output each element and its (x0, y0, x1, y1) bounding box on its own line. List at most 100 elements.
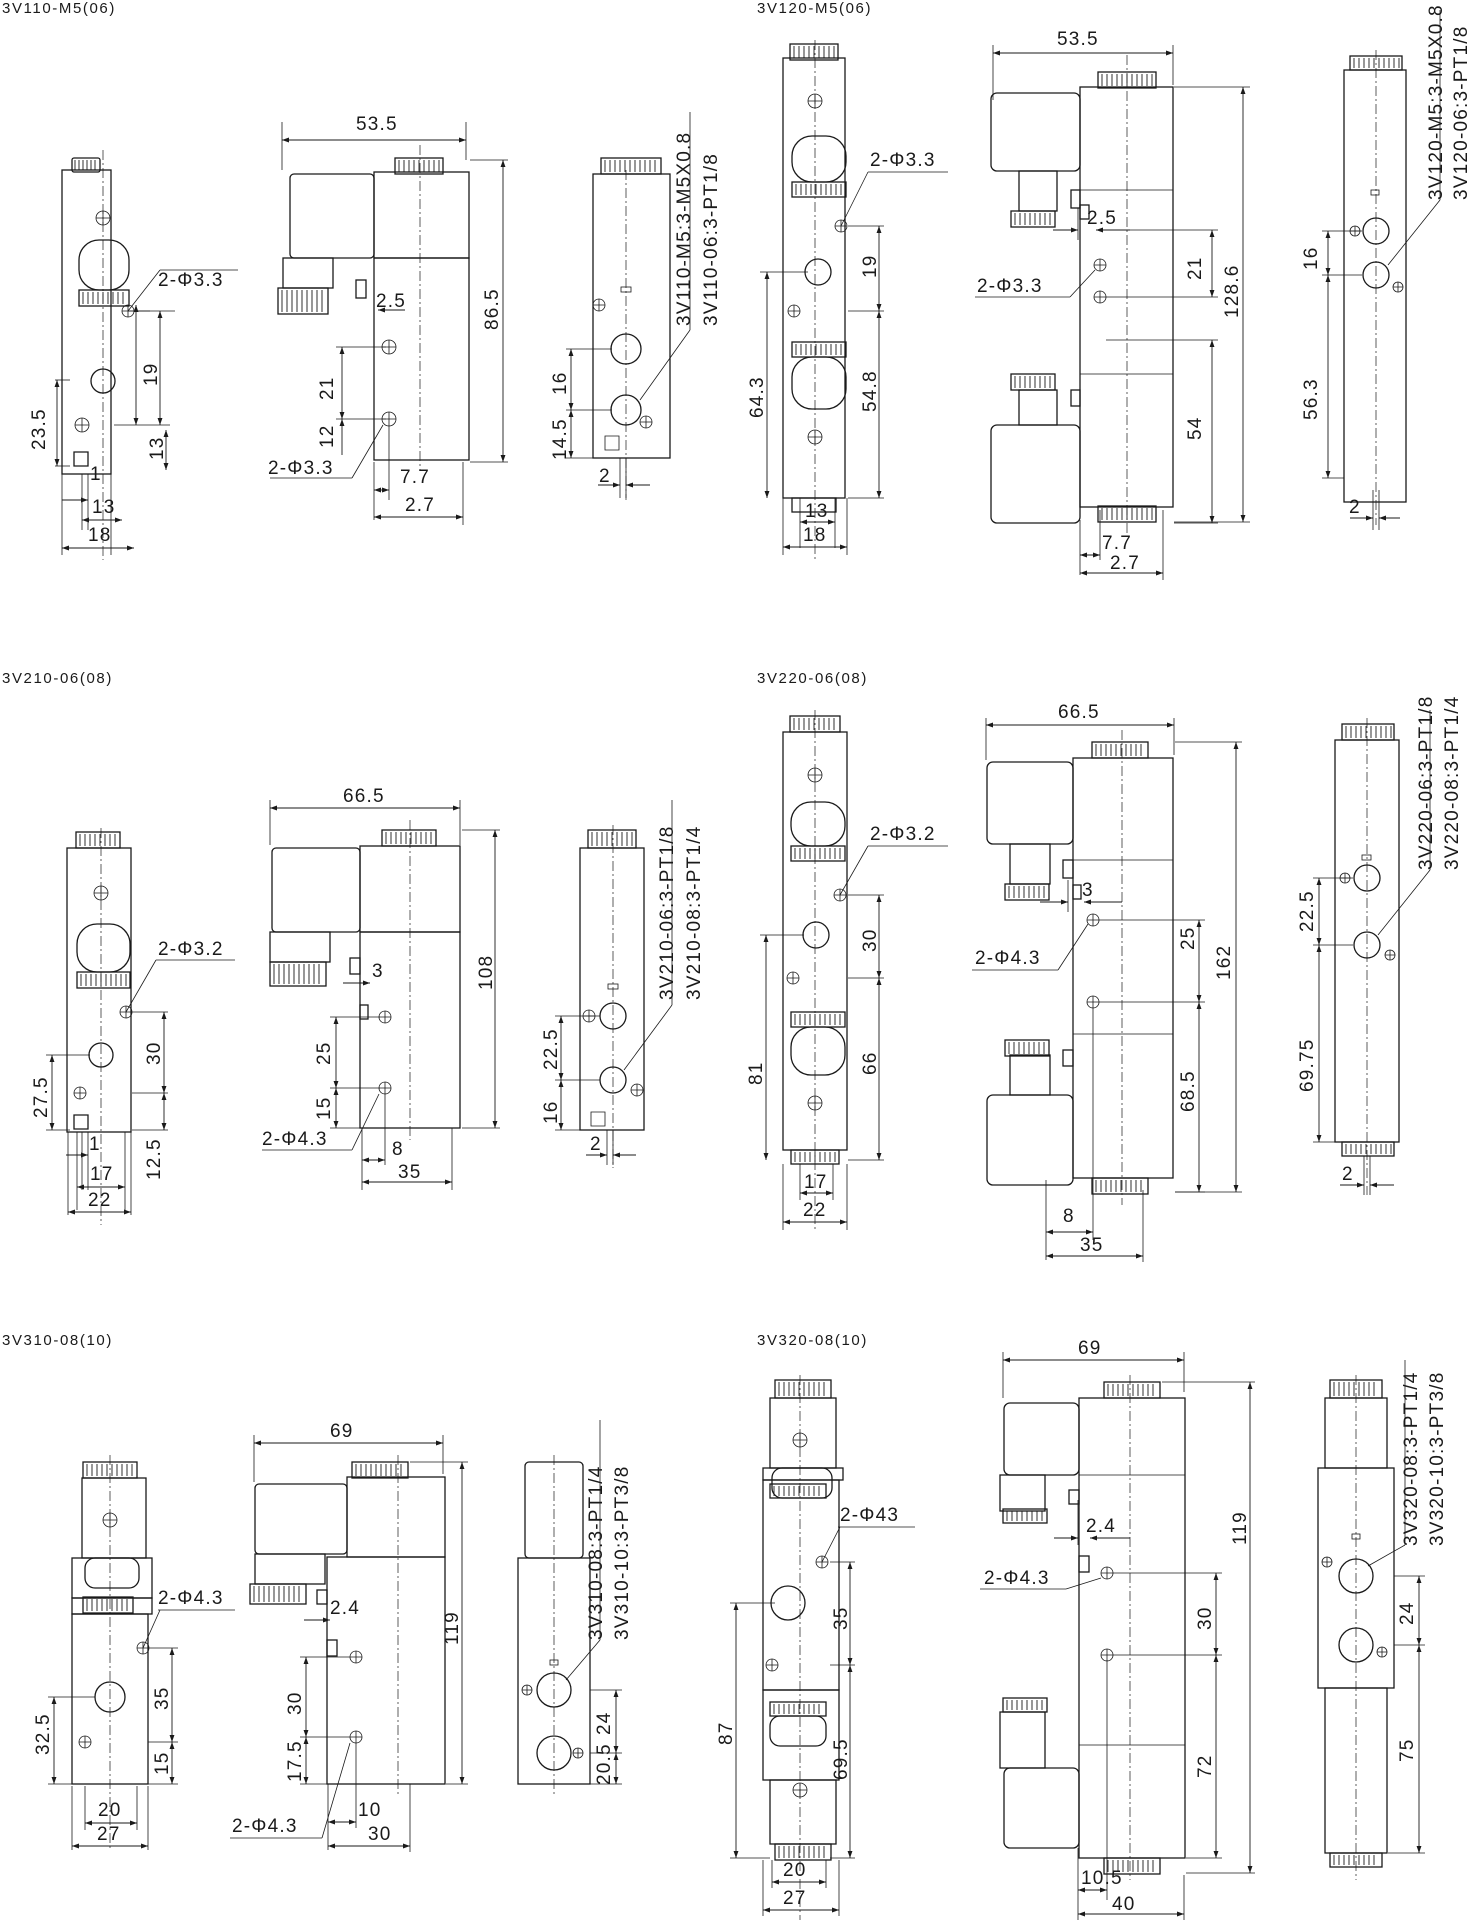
front-label: 17 (90, 1164, 114, 1185)
front-label: 30 (144, 1041, 165, 1065)
front-label: 12.5 (144, 1138, 165, 1180)
front-label: 27 (97, 1824, 121, 1845)
side-label: 40 (1112, 1894, 1136, 1915)
front-label: 13 (92, 497, 116, 518)
side-label: 53.5 (1057, 29, 1099, 50)
front-label: 27 (783, 1888, 807, 1909)
front-label: 69.5 (831, 1738, 852, 1780)
side-label: 30 (285, 1691, 306, 1715)
side-view: 69 2.4 2-Φ4.3 119 30 72 10.5 40 (980, 1338, 1255, 1920)
side-label: 35 (1080, 1235, 1104, 1256)
side-label: 21 (317, 376, 338, 400)
front-label: 15 (152, 1751, 173, 1775)
front-label: 13 (805, 501, 829, 522)
front-label: 54.8 (860, 370, 881, 412)
front-label: 66 (860, 1051, 881, 1075)
port-label: 16 (1301, 246, 1322, 270)
port-view: 3V220-06:3-PT1/8 3V220-08:3-PT1/4 22.5 6… (1297, 696, 1463, 1195)
front-label: 32.5 (33, 1713, 54, 1755)
front-label: 35 (152, 1686, 173, 1710)
front-label: 30 (860, 928, 881, 952)
side-label: 72 (1195, 1754, 1216, 1778)
port-view: 3V320-08:3-PT1/4 3V320-10:3-PT3/8 24 75 (1317, 1360, 1448, 1880)
side-label: 128.6 (1222, 264, 1243, 318)
port-label: 56.3 (1301, 378, 1322, 420)
side-view: 69 119 2.4 30 17.5 2-Φ4.3 10 30 (230, 1421, 468, 1852)
port-label: 3V110-M5:3-M5X0.8 (674, 132, 695, 326)
front-label: 19 (141, 362, 162, 386)
port-label: 24 (1397, 1601, 1418, 1625)
port-label: 3V120-06:3-PT1/8 (1451, 26, 1470, 200)
port-label: 3V310-10:3-PT3/8 (612, 1466, 633, 1640)
port-label: 16 (550, 371, 571, 395)
front-view: 2-Φ3.3 19 23.5 13 1 13 18 (29, 150, 238, 560)
side-label: 3 (372, 961, 384, 982)
front-view: 2-Φ43 35 87 69.5 20 27 (716, 1375, 915, 1920)
section-title: 3V320-08(10) (757, 1332, 868, 1349)
side-label: 2.7 (1110, 553, 1140, 574)
port-label: 16 (541, 1100, 562, 1124)
port-label: 75 (1397, 1738, 1418, 1762)
section-3v320: 3V320-08(10) (716, 1332, 1448, 1920)
port-label: 24 (594, 1711, 615, 1735)
front-label: 20 (783, 1860, 807, 1881)
side-label: 68.5 (1178, 1070, 1199, 1112)
front-label: 1 (89, 1134, 101, 1155)
side-label: 69 (330, 1421, 354, 1442)
side-label-hole: 2-Φ3.3 (268, 458, 334, 479)
front-label: 27.5 (31, 1076, 52, 1118)
port-label: 3V310-08:3-PT1/4 (586, 1466, 607, 1640)
front-label-hole: 2-Φ3.3 (158, 270, 224, 291)
side-label: 7.7 (400, 467, 430, 488)
side-label: 2.7 (405, 495, 435, 516)
port-label: 3V220-08:3-PT1/4 (1442, 696, 1463, 870)
side-label: 86.5 (482, 288, 503, 330)
port-label: 2 (599, 466, 611, 487)
side-label-hole: 2-Φ4.3 (232, 1816, 298, 1837)
section-3v220: 3V220-06(08) (746, 670, 1463, 1262)
port-view: 3V110-M5:3-M5X0.8 3V110-06:3-PT1/8 16 14… (550, 112, 722, 500)
port-label: 20.5 (594, 1743, 615, 1785)
front-view: 2-Φ3.3 19 54.8 64.3 13 18 (747, 40, 948, 560)
port-label: 14.5 (550, 418, 571, 460)
side-label: 2.4 (1086, 1516, 1116, 1537)
side-label-hole: 2-Φ4.3 (984, 1568, 1050, 1589)
side-label: 3 (1082, 880, 1094, 901)
front-label: 13 (147, 436, 168, 460)
section-3v110: 3V110-M5(06) (2, 0, 722, 560)
side-label: 53.5 (356, 114, 398, 135)
front-label: 87 (716, 1721, 737, 1745)
front-view: 2-Φ4.3 35 32.5 15 20 27 (33, 1455, 235, 1850)
side-label: 21 (1185, 256, 1206, 280)
side-label: 10 (358, 1800, 382, 1821)
port-label: 69.75 (1297, 1038, 1318, 1092)
side-view: 66.5 108 3 25 15 2-Φ4.3 8 35 (262, 786, 500, 1190)
front-label: 23.5 (29, 408, 50, 450)
side-label: 119 (1230, 1511, 1251, 1545)
side-label: 66.5 (1058, 702, 1100, 723)
side-label: 54 (1185, 416, 1206, 440)
front-label-hole: 2-Φ3.2 (158, 939, 224, 960)
side-view: 66.5 3 25 162 2-Φ4.3 68.5 8 35 (972, 702, 1242, 1262)
front-label-hole: 2-Φ3.3 (870, 150, 936, 171)
side-label: 69 (1078, 1338, 1102, 1359)
section-title: 3V210-06(08) (2, 670, 113, 687)
side-label: 10.5 (1081, 1868, 1123, 1889)
front-label: 1 (90, 464, 102, 485)
side-label: 2.5 (376, 291, 406, 312)
section-title: 3V310-08(10) (2, 1332, 113, 1349)
front-view: 2-Φ3.2 30 66 81 17 22 (746, 710, 948, 1230)
front-label: 81 (746, 1061, 767, 1085)
side-label: 2.4 (330, 1598, 360, 1619)
port-label: 3V220-06:3-PT1/8 (1416, 696, 1437, 870)
port-label: 3V320-08:3-PT1/4 (1401, 1372, 1422, 1546)
front-label: 64.3 (747, 376, 768, 418)
front-label: 18 (803, 525, 827, 546)
side-label-hole: 2-Φ3.3 (977, 276, 1043, 297)
port-view: 3V310-08:3-PT1/4 3V310-10:3-PT3/8 24 20.… (517, 1420, 633, 1795)
side-label: 30 (1195, 1606, 1216, 1630)
side-label: 108 (476, 955, 497, 990)
side-label: 8 (1063, 1206, 1075, 1227)
front-label: 35 (831, 1606, 852, 1630)
